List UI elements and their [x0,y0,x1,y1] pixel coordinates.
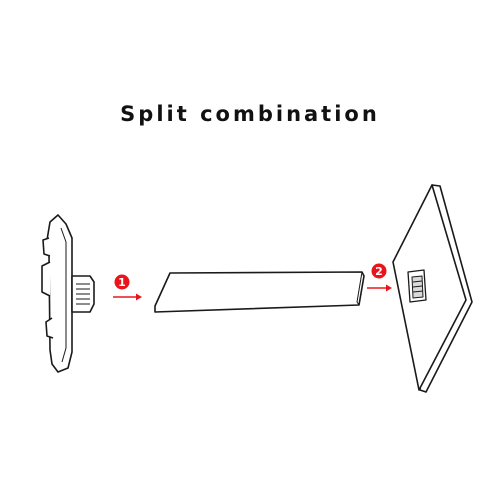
step-1-number: 1 [118,276,126,289]
diagram-title: Split combination [120,102,380,126]
step-1-marker: 1 [113,274,142,301]
connector-rod [154,271,365,313]
clip-part [41,214,95,373]
arrow-right-icon [113,293,142,301]
step-2-marker: 2 [367,263,392,292]
step-1-badge [114,274,130,290]
arrow-right-icon [367,284,392,292]
step-2-badge [371,263,387,279]
step-2-number: 2 [375,265,383,278]
base-plate [392,184,473,393]
